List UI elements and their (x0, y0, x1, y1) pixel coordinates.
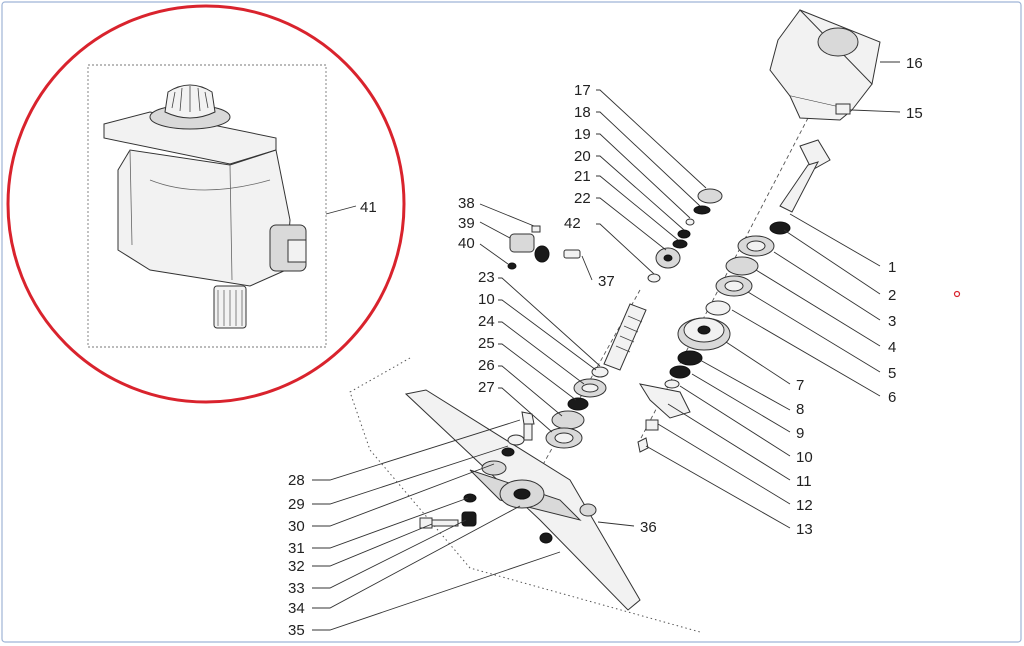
part-29b-washer (501, 447, 515, 457)
part-13-screw (637, 437, 649, 453)
input-shaft-square (287, 239, 307, 263)
callout-19: 19 (574, 126, 591, 143)
callout-2: 2 (888, 287, 896, 304)
assembled-gearbox-inset (6, 4, 406, 404)
part-16-housing (769, 9, 881, 121)
callout-15: 15 (906, 105, 923, 122)
callout-8: 8 (796, 401, 804, 418)
part-bottom-washer (539, 532, 553, 544)
callout-5: 5 (888, 365, 896, 382)
callout-25: 25 (478, 335, 495, 352)
part-32-bolt (419, 517, 459, 529)
callout-21: 21 (574, 168, 591, 185)
part-20-washer (677, 229, 691, 239)
part-10b-ring (664, 379, 680, 389)
part-8-oring (677, 350, 703, 366)
callout-26: 26 (478, 357, 495, 374)
gearbox-housing-body (117, 149, 291, 287)
part-7-bevel-gear (677, 317, 731, 351)
callout-40: 40 (458, 235, 475, 252)
part-28-bolt (521, 411, 535, 441)
part-12-bush (645, 419, 659, 431)
callout-31: 31 (288, 540, 305, 557)
callout-24: 24 (478, 313, 495, 330)
callout-10a: 10 (478, 291, 495, 308)
callout-13: 13 (796, 521, 813, 538)
leader-lines (312, 61, 901, 631)
part-36-nut (579, 503, 597, 517)
callout-36: 36 (640, 519, 657, 536)
callout-34: 34 (288, 600, 305, 617)
callout-27: 27 (478, 379, 495, 396)
callout-12: 12 (796, 497, 813, 514)
callout-42: 42 (564, 215, 581, 232)
callout-22: 22 (574, 190, 591, 207)
callout-37: 37 (598, 273, 615, 290)
callout-17: 17 (574, 82, 591, 99)
part-19-ring (685, 218, 695, 226)
callout-9: 9 (796, 425, 804, 442)
callout-30: 30 (288, 518, 305, 535)
part-1-pinion-shaft (779, 139, 831, 213)
callout-7: 7 (796, 377, 804, 394)
blade-guard-outline (349, 357, 701, 633)
part-31-washer (463, 493, 477, 503)
callout-35: 35 (288, 622, 305, 639)
part-29-washer (507, 434, 525, 446)
part-26-seal (551, 410, 585, 430)
part-30-disc (481, 460, 507, 476)
callout-33: 33 (288, 580, 305, 597)
part-18-oring (693, 205, 711, 215)
callout-32: 32 (288, 558, 305, 575)
callout-10b: 10 (796, 449, 813, 466)
callout-3: 3 (888, 313, 896, 330)
callout-4: 4 (888, 339, 896, 356)
part-37-pin (563, 249, 581, 259)
callout-20: 20 (574, 148, 591, 165)
callout-labels: 1 2 3 4 5 6 7 8 9 10 10 11 12 13 15 16 1… (288, 55, 923, 639)
part-4-seal (725, 256, 759, 276)
callout-28: 28 (288, 472, 305, 489)
part-23-output-shaft (603, 303, 647, 371)
callout-6: 6 (888, 389, 896, 406)
callout-18: 18 (574, 104, 591, 121)
part-22-small-gear (655, 247, 681, 269)
red-marker (953, 290, 961, 298)
callout-1: 1 (888, 259, 896, 276)
part-25-circlip (567, 397, 589, 411)
part-42-ring (647, 273, 661, 283)
part-38-pin (531, 225, 541, 233)
part-21-circlip (672, 239, 688, 249)
highlight-circle (6, 4, 406, 404)
callout-23: 23 (478, 269, 495, 286)
part-9-circlip (669, 365, 691, 379)
part-33-nut (461, 511, 477, 527)
callout-41: 41 (360, 199, 377, 216)
callout-29: 29 (288, 496, 305, 513)
callout-39: 39 (458, 215, 475, 232)
part-39-plug (509, 233, 550, 263)
part-17-bearing (697, 188, 723, 204)
part-15-bolt (835, 103, 851, 115)
callout-16: 16 (906, 55, 923, 72)
callout-38: 38 (458, 195, 475, 212)
part-40-washer (507, 262, 517, 270)
part-6-spacer (705, 300, 731, 316)
callout-11: 11 (796, 473, 812, 490)
